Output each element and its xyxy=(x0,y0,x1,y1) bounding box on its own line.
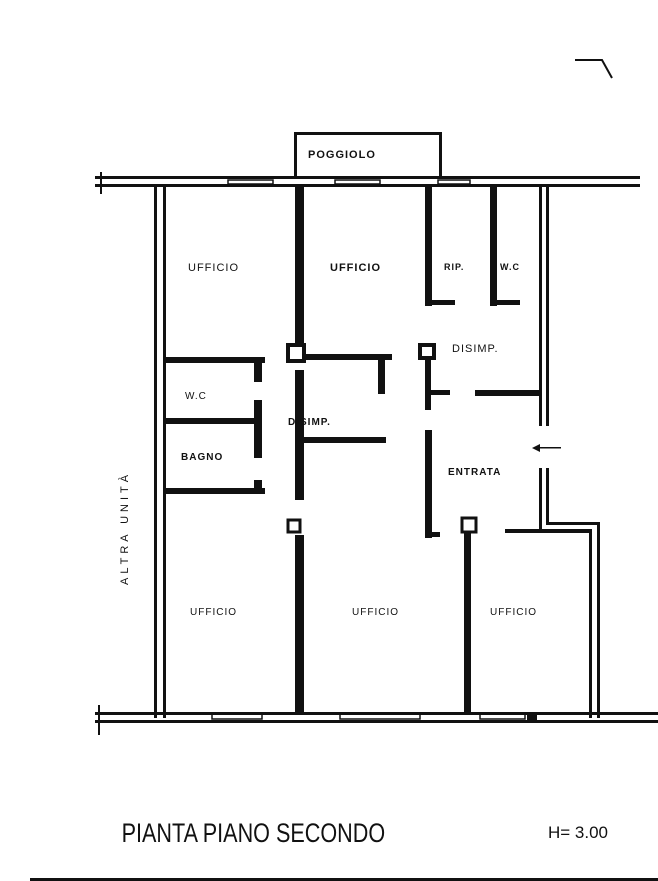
label-office-bottom-right: UFFICIO xyxy=(490,607,537,618)
label-hall-center: DISIMP. xyxy=(288,417,331,428)
plan-title: PIANTA PIANO SECONDO xyxy=(122,819,386,849)
label-storage: RIP. xyxy=(444,262,464,272)
walls xyxy=(30,59,658,881)
label-office-top-left: UFFICIO xyxy=(188,262,239,274)
label-office-bottom-center: UFFICIO xyxy=(352,607,399,618)
label-adjacent-unit: ALTRA UNITÀ xyxy=(118,471,131,585)
label-balcony: POGGIOLO xyxy=(308,149,376,161)
label-wc-top: W.C xyxy=(500,262,520,272)
ceiling-height: H= 3.00 xyxy=(548,823,608,842)
label-bathroom: BAGNO xyxy=(181,452,223,463)
label-wc-left: W.C xyxy=(185,391,207,402)
label-entrance: ENTRATA xyxy=(448,467,501,478)
label-office-top-center: UFFICIO xyxy=(330,262,381,274)
label-office-bottom-left: UFFICIO xyxy=(190,607,237,618)
label-hall-right: DISIMP. xyxy=(452,343,499,355)
